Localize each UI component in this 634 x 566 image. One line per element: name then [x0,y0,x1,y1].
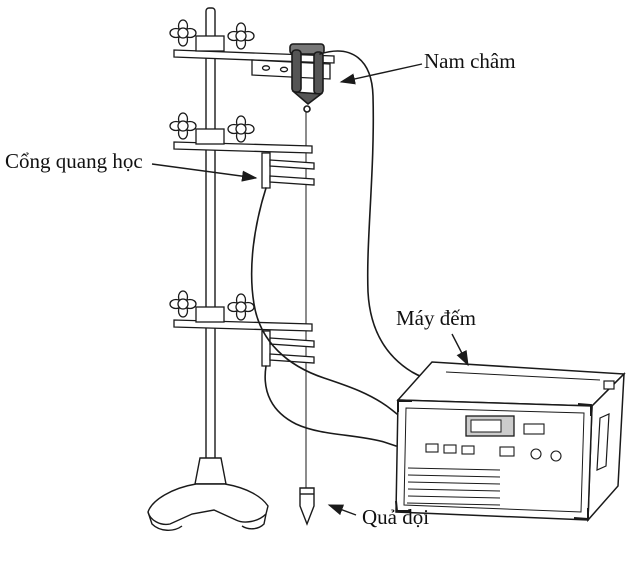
wire-photogate-upper [250,187,398,415]
arrow-photogate [151,163,258,182]
clamp-bottom [169,290,313,332]
plumb-bob [299,487,315,526]
label-magnet: Nam châm [424,49,516,73]
label-counter: Máy đếm [396,306,476,330]
clamp-middle [169,112,313,154]
label-arrows [151,63,469,516]
counter-grille [406,467,501,506]
counter-display [465,415,515,437]
arrow-plumb-bob [327,504,357,516]
label-plumb-bob: Quả dọi [362,505,430,529]
wire-magnet [319,50,453,387]
wires [250,50,453,447]
stand-base [147,457,269,531]
wire-photogate-lower [264,365,397,447]
clamp-top [169,19,335,64]
arrow-counter [451,333,469,367]
arrow-magnet [339,63,423,85]
label-photogate: Cổng quang học [5,149,143,173]
counter-controls [425,423,562,462]
stand-rod [205,7,216,471]
magnet [289,43,325,113]
magnet-bracket [251,59,331,80]
photogate-upper [261,152,315,189]
